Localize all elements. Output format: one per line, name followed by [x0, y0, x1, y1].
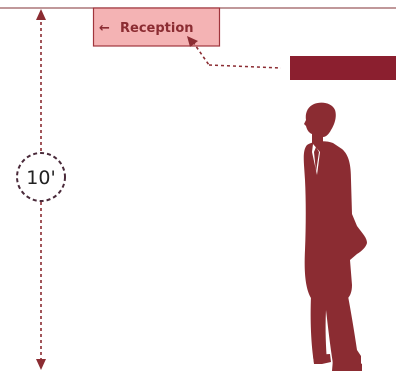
reception-sign-label: Reception	[120, 21, 194, 36]
dimension-arrow-top-icon	[36, 9, 46, 20]
height-measure-label: 10'	[26, 167, 55, 189]
arrow-left-icon: ←	[99, 21, 110, 36]
callout-tag	[290, 56, 396, 80]
standing-man-silhouette	[304, 103, 367, 371]
callout-leader-line	[209, 65, 281, 68]
dimension-arrow-bottom-icon	[36, 359, 46, 370]
